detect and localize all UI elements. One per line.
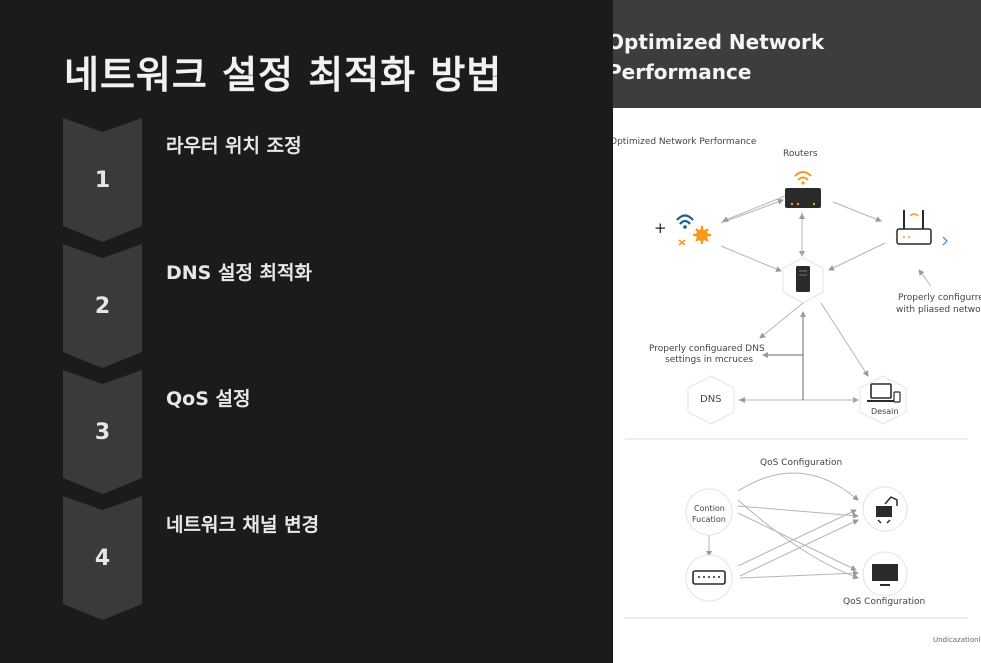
network-diagram [613, 108, 981, 663]
device-node-label: Desain [871, 407, 898, 416]
routers-label: Routers [783, 149, 818, 159]
dns-node-label: DNS [700, 394, 722, 405]
qos-switch-icon [686, 555, 732, 601]
figure-caption: Optimized Network Performance [613, 137, 756, 147]
step-1-label: 라우터 위치 조정 [166, 131, 302, 158]
step-4-label: 네트워크 채널 변경 [166, 510, 319, 537]
step-2-label: DNS 설정 최적화 [166, 258, 312, 285]
qos-bottom-label: QoS Configuration [843, 597, 925, 607]
step-3-number: 3 [63, 420, 142, 445]
figure-header-line-1: Optimized Network [613, 30, 824, 54]
right-note-1: Properly configurre [898, 293, 981, 303]
slide-title: 네트워크 설정 최적화 방법 [64, 44, 502, 99]
figure-footer: Undicazationl c [933, 636, 981, 644]
monitor-icon [863, 552, 907, 596]
laptop-node-icon [860, 376, 906, 424]
contion-label-1: Contion [694, 504, 725, 513]
dns-note-1: Properly configuared DNS [649, 344, 765, 354]
router-icon [785, 172, 821, 208]
figure-header: Optimized Network Performance [613, 0, 981, 108]
wifi-gear-icon [677, 216, 711, 246]
right-note-2: with pliased networ [896, 305, 981, 315]
server-node-icon [783, 258, 823, 303]
step-4-number: 4 [63, 546, 142, 571]
step-1-number: 1 [63, 168, 142, 193]
qos-device-icon [863, 487, 907, 531]
figure-header-line-2: Performance [613, 60, 751, 84]
access-point-icon [897, 210, 947, 245]
plus-label: + [654, 219, 667, 237]
dns-connector [763, 312, 803, 400]
network-figure: Optimized Network Performance [613, 0, 981, 663]
step-2-number: 2 [63, 294, 142, 319]
step-3-label: QoS 설정 [166, 384, 250, 411]
qos-title: QoS Configuration [760, 458, 842, 468]
contion-label-2: Fucation [692, 515, 726, 524]
dns-note-2: settings in mcruces [665, 355, 753, 365]
slide-panel: 네트워크 설정 최적화 방법 1 라우터 위치 조정 2 DNS 설정 최적화 … [0, 0, 613, 663]
qos-lines [709, 473, 858, 578]
